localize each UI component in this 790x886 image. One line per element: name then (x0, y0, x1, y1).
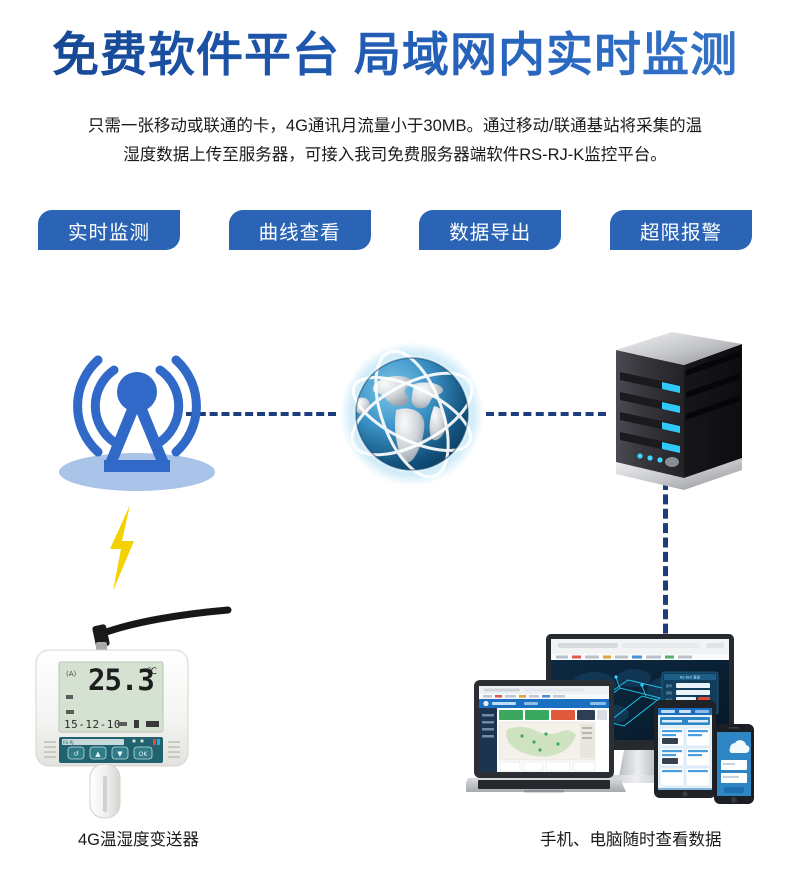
tablet (654, 700, 716, 798)
svg-text:25.3: 25.3 (88, 663, 154, 697)
smartphone (714, 724, 754, 804)
svg-text:密码: 密码 (666, 690, 672, 695)
connector-tower-to-globe (186, 412, 336, 416)
tag-label: 曲线查看 (258, 221, 341, 244)
tag-label: 实时监测 (67, 221, 150, 244)
connector-server-to-devices (663, 480, 668, 648)
svg-text:(A): (A) (66, 670, 77, 678)
server-rack-icon (592, 330, 762, 502)
lightning-bolt-icon (100, 505, 144, 591)
caption-devices: 手机、电脑随时查看数据 (540, 831, 722, 849)
intro-line-2: 湿度数据上传至服务器，可接入我司免费服务器端软件RS-RJ-K监控平台。 (123, 146, 667, 164)
intro-paragraph: 只需一张移动或联通的卡，4G通讯月流量小于30MB。通过移动/联通基站将采集的温… (50, 112, 740, 170)
svg-text:℃: ℃ (147, 667, 157, 677)
svg-text:15-12-10: 15-12-10 (64, 718, 121, 731)
tag-data-export[interactable]: 数据导出 (419, 210, 562, 250)
caption-sensor: 4G温湿度变送器 (78, 831, 200, 849)
svg-text:RS-RJ: RS-RJ (63, 740, 74, 745)
tag-realtime-monitor[interactable]: 实时监测 (38, 210, 180, 250)
svg-text:↺: ↺ (73, 750, 79, 758)
svg-text:RS-RJ-K 登录: RS-RJ-K 登录 (680, 675, 701, 680)
svg-text:▼: ▼ (117, 750, 123, 758)
intro-line-1: 只需一张移动或联通的卡，4G通讯月流量小于30MB。通过移动/联通基站将采集的温 (87, 117, 703, 135)
cell-tower-icon (42, 322, 232, 502)
svg-text:OK: OK (139, 751, 149, 758)
connector-globe-to-server (486, 412, 606, 416)
svg-text:验证: 验证 (666, 697, 672, 702)
tag-label: 数据导出 (449, 221, 532, 244)
tag-curve-view[interactable]: 曲线查看 (228, 210, 371, 250)
svg-text:账号: 账号 (666, 683, 672, 688)
tag-label: 超限报警 (639, 221, 722, 244)
globe-icon (322, 340, 502, 492)
multi-device-cluster-icon: RS-RJ-K 登录 账号密码验证 (462, 630, 776, 820)
feature-tag-row: 实时监测 曲线查看 数据导出 超限报警 (38, 210, 752, 250)
temperature-humidity-transmitter-icon: (A) 25.3 ℃ 15-12-10 RS-RJ (22, 592, 242, 820)
page-title: 免费软件平台 局域网内实时监测 (0, 28, 790, 82)
tag-overlimit-alarm[interactable]: 超限报警 (609, 210, 752, 250)
svg-text:▲: ▲ (95, 750, 101, 758)
architecture-diagram: (A) 25.3 ℃ 15-12-10 RS-RJ (0, 300, 790, 886)
laptop (462, 680, 626, 793)
